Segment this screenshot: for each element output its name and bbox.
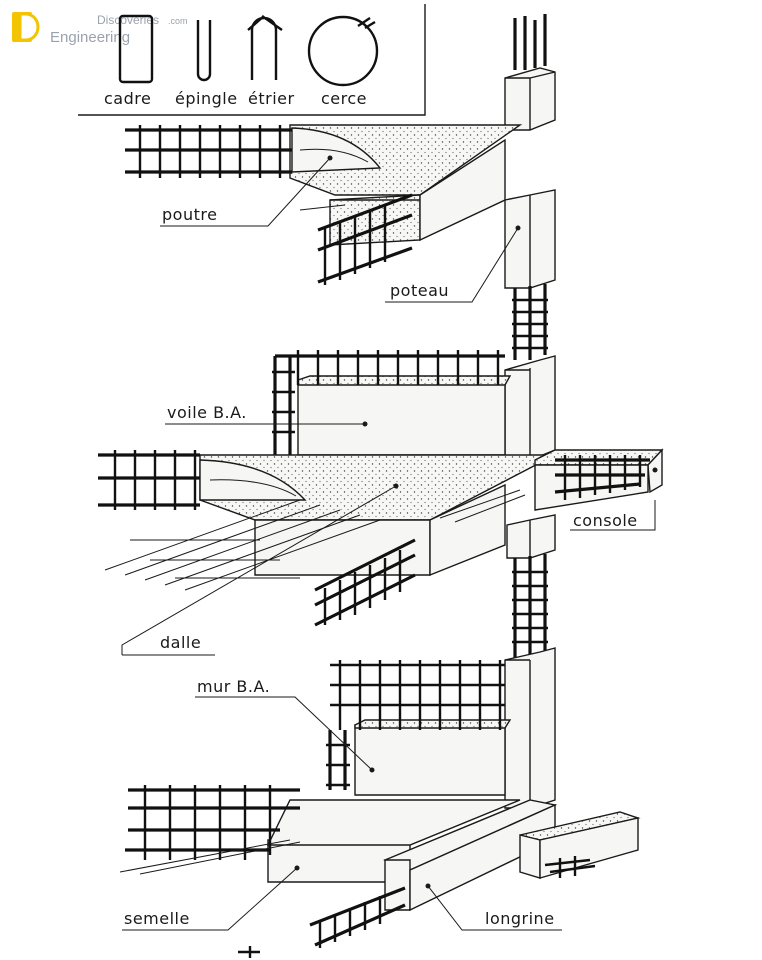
label-poutre: poutre <box>162 205 217 224</box>
label-voile: voile B.A. <box>167 403 247 422</box>
etrier-icon <box>247 15 283 80</box>
cut-mark <box>238 946 260 958</box>
legend-item-cadre: cadre <box>104 89 151 108</box>
brand-sub: Engineering <box>50 29 130 46</box>
callouts: poutre poteau voile B.A. console dalle m… <box>121 155 658 931</box>
label-mur: mur B.A. <box>197 677 270 696</box>
label-dalle: dalle <box>160 633 201 652</box>
wall-mur <box>326 660 512 796</box>
label-semelle: semelle <box>124 909 190 928</box>
label-poteau: poteau <box>390 281 449 300</box>
tie-beam-longrine <box>309 799 641 948</box>
logo-d-icon <box>18 12 40 42</box>
epingle-icon <box>196 20 212 82</box>
column-rebar-cage-lower <box>512 554 548 660</box>
column <box>504 14 556 809</box>
column-rebar-cage-upper <box>512 284 548 360</box>
cantilever-console <box>534 448 664 511</box>
legend-item-cerce: cerce <box>321 89 367 108</box>
legend-item-etrier: étrier <box>248 89 295 108</box>
brand-logo: Discoveries .com Engineering <box>12 12 188 46</box>
brand-suffix: .com <box>168 16 188 26</box>
label-longrine: longrine <box>485 909 555 928</box>
wall-voile <box>272 350 512 456</box>
cerce-icon <box>307 15 379 87</box>
cadre-icon <box>118 14 154 84</box>
slab-dalle <box>98 450 556 627</box>
footing-semelle <box>119 785 521 883</box>
legend-item-epingle: épingle <box>175 89 238 108</box>
legend-box: cadre épingle étrier cerce <box>78 4 426 116</box>
label-console: console <box>573 511 638 530</box>
beam-poutre <box>125 124 523 285</box>
legend-frame <box>78 4 426 116</box>
